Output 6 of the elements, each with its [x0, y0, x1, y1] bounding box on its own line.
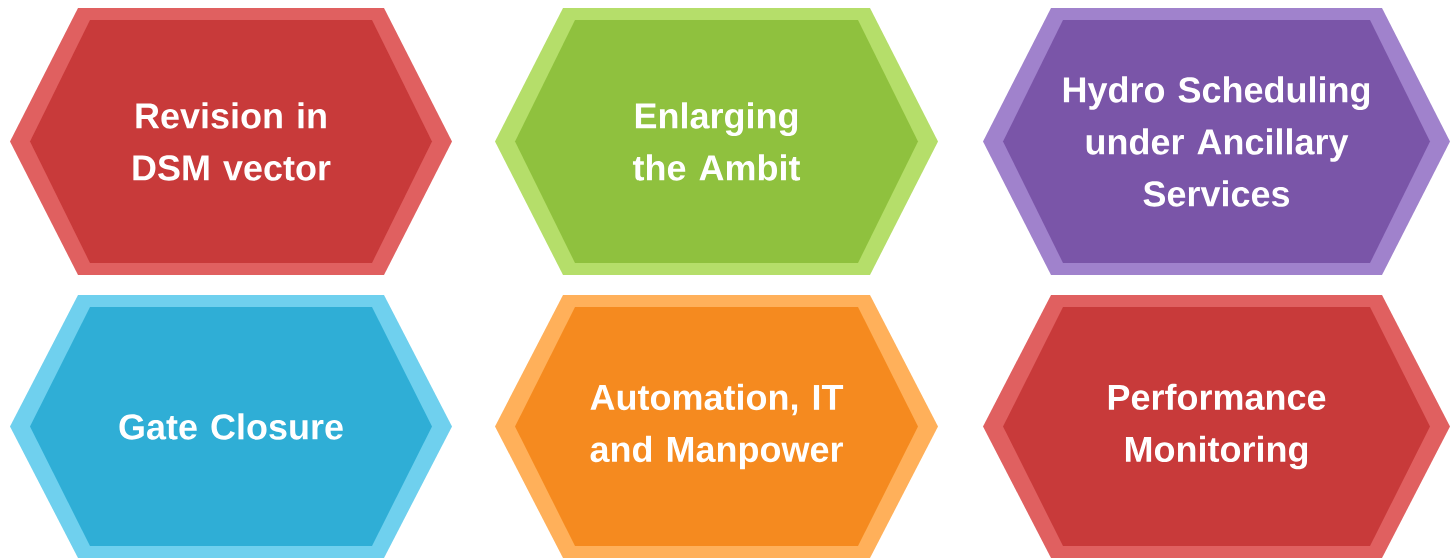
hexagon: Revision in DSM vector	[10, 8, 452, 275]
hexagon: Hydro Scheduling under Ancillary Services	[983, 8, 1450, 275]
hexagon: Automation, IT and Manpower	[495, 295, 938, 558]
hexagon: Gate Closure	[10, 295, 452, 558]
hexagon: Performance Monitoring	[983, 295, 1450, 558]
hexagon: Enlarging the Ambit	[495, 8, 938, 275]
